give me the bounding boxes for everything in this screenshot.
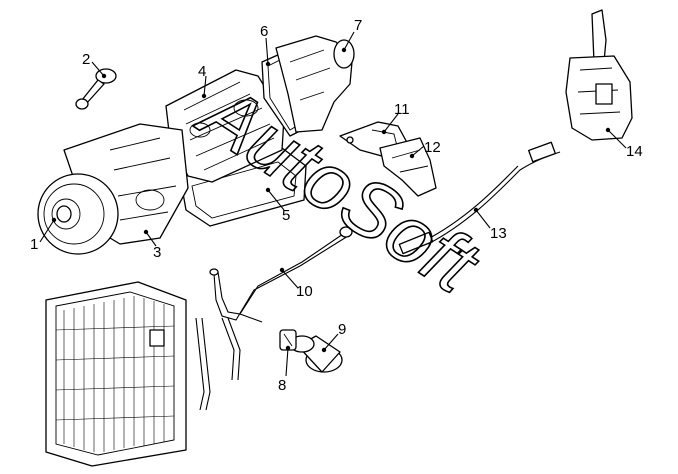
shift-cable [398, 141, 561, 255]
extension-housing [275, 35, 355, 133]
callout-3: 3 [153, 244, 161, 261]
callout-13: 13 [490, 225, 507, 242]
callout-14: 14 [626, 143, 643, 160]
link-rod [75, 68, 117, 110]
callout-10: 10 [296, 283, 313, 300]
callout-1: 1 [30, 236, 38, 253]
torque-converter [37, 173, 119, 255]
cooler-pipes [195, 226, 353, 411]
shift-lever-assembly [565, 9, 633, 141]
oil-filter [289, 335, 343, 373]
callout-12: 12 [424, 139, 441, 156]
callout-6: 6 [260, 23, 268, 40]
callout-9: 9 [338, 321, 346, 338]
leader-lines [39, 31, 627, 377]
callout-4: 4 [198, 63, 206, 80]
support-plate [379, 137, 437, 197]
callout-2: 2 [82, 51, 90, 68]
radiator [45, 281, 187, 467]
callout-7: 7 [354, 17, 362, 34]
callout-5: 5 [282, 207, 290, 224]
callout-8: 8 [278, 377, 286, 394]
callout-11: 11 [394, 101, 410, 118]
callout-numbers: 1 2 3 4 5 6 7 8 9 10 11 12 13 14 [30, 17, 643, 394]
